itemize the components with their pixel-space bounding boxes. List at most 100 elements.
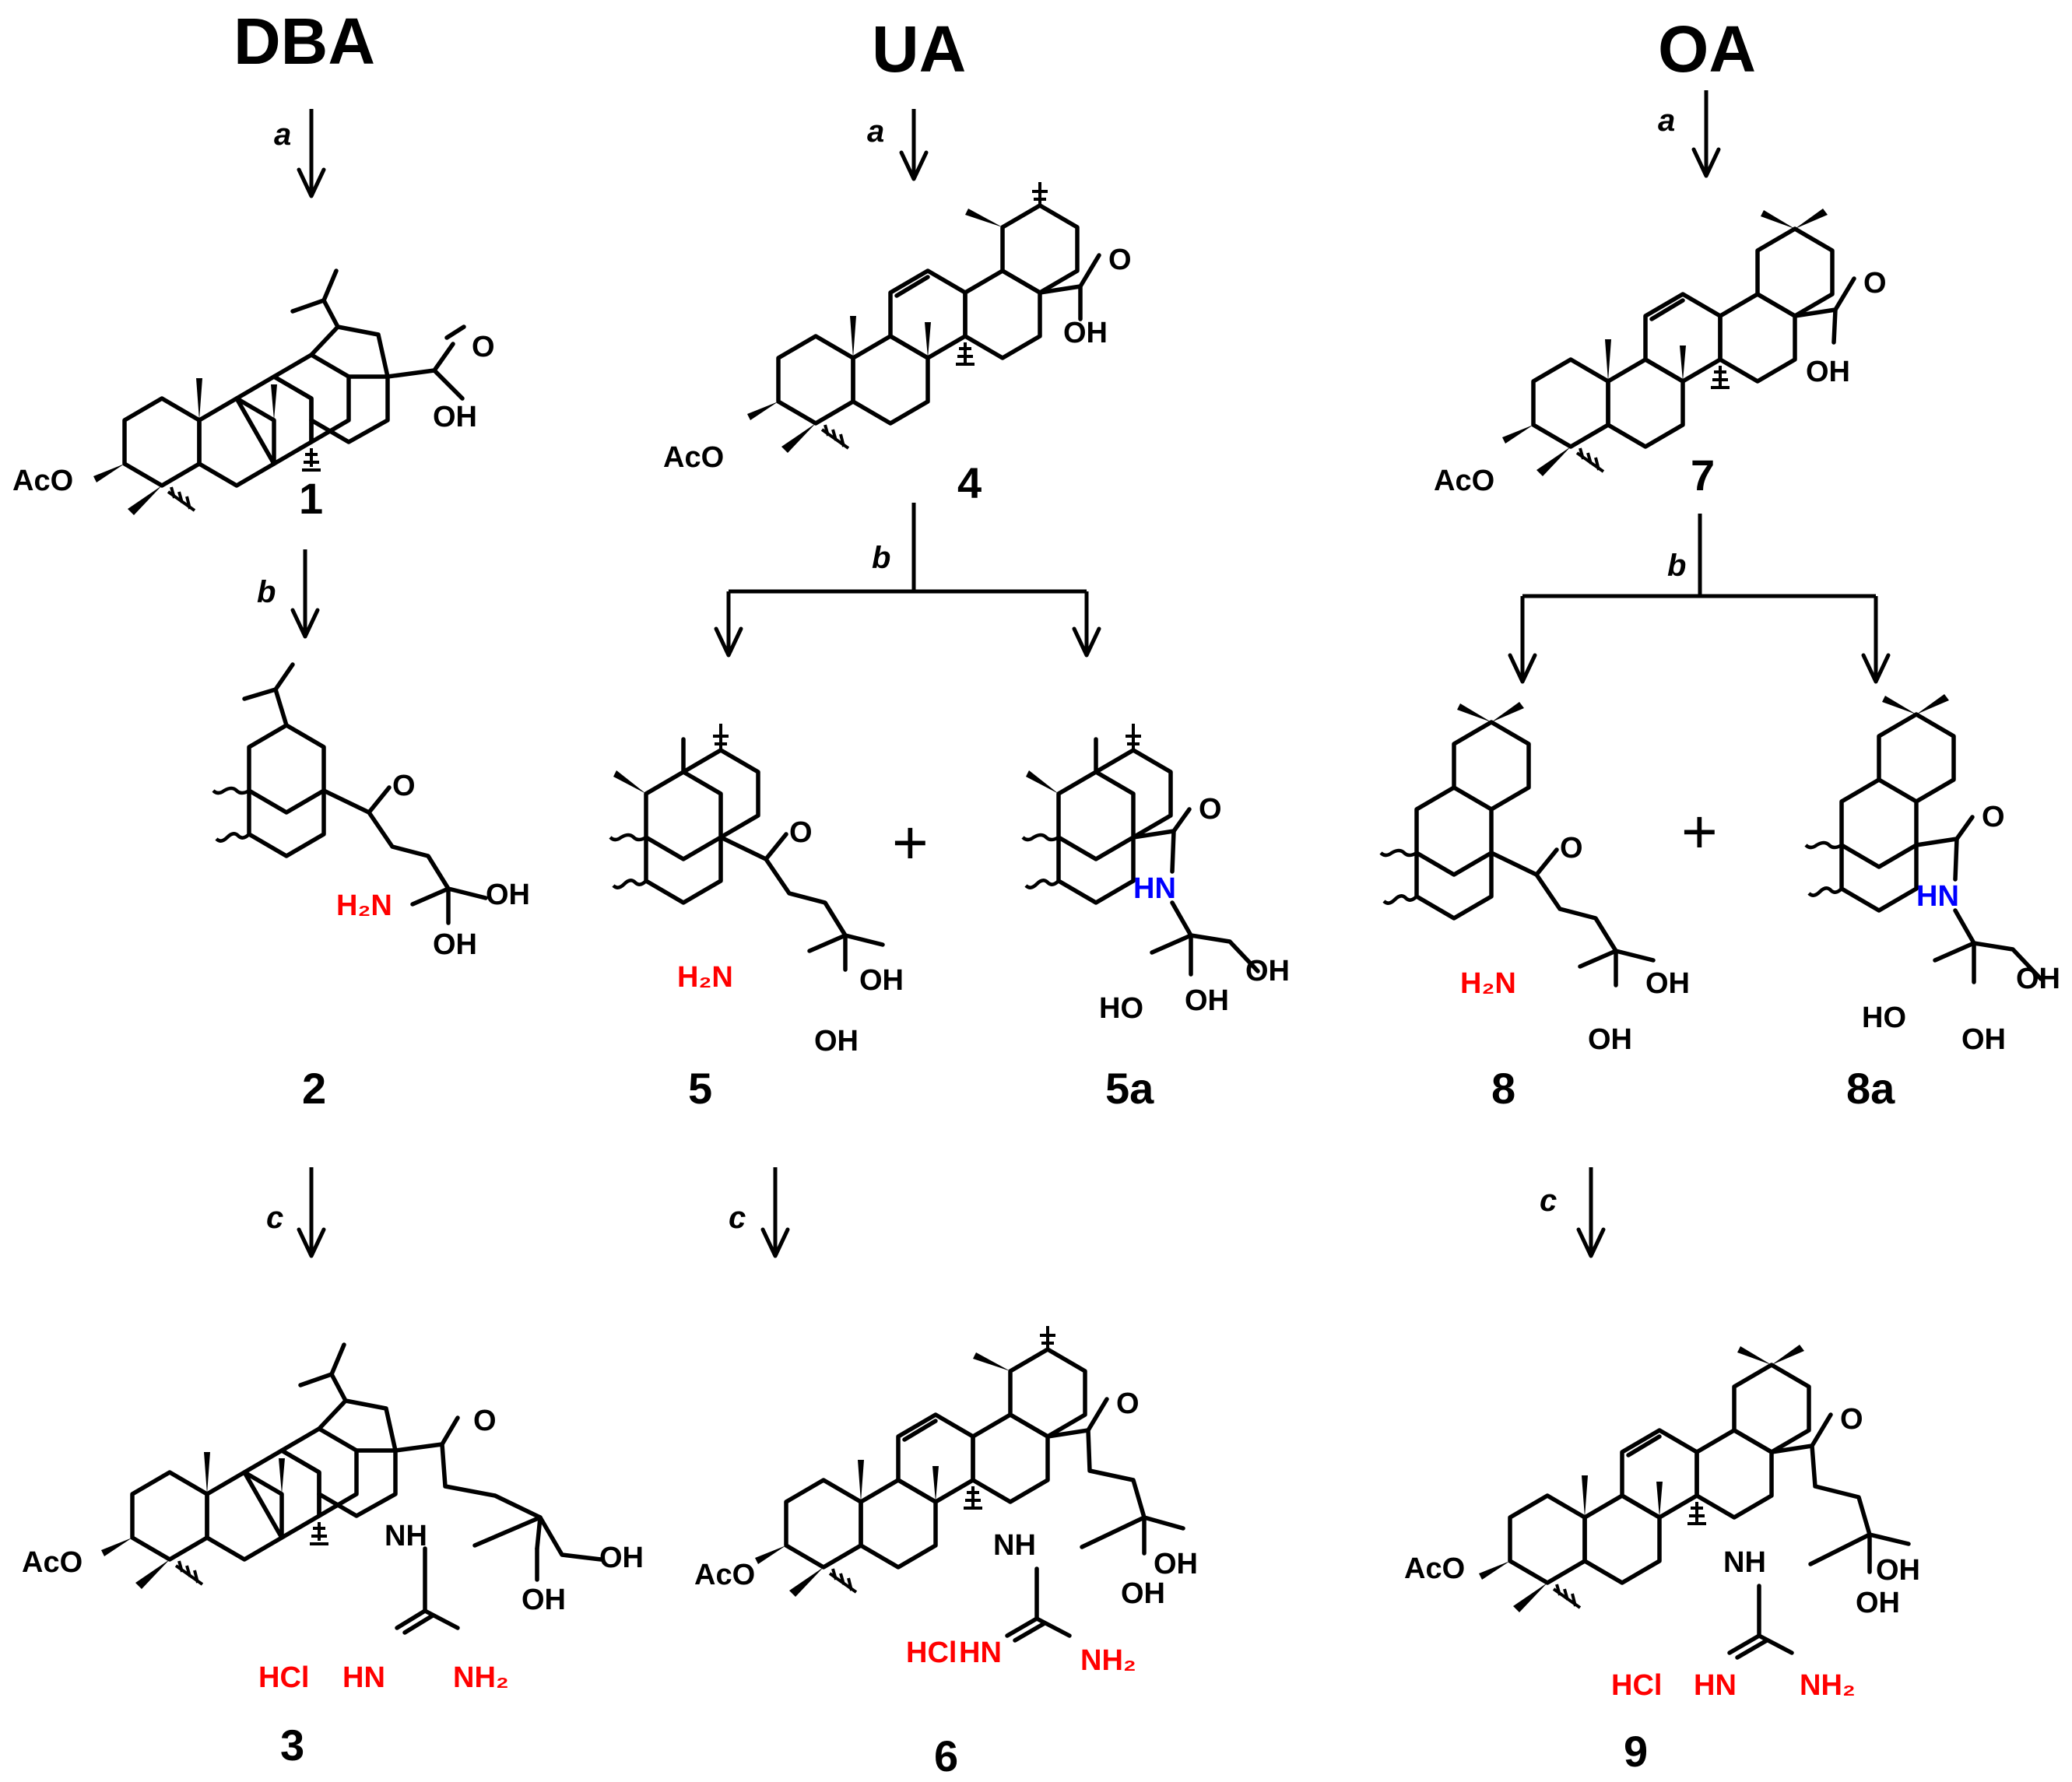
svg-text:OH: OH (1876, 1554, 1920, 1587)
svg-text:O: O (1560, 832, 1583, 865)
svg-text:AcO: AcO (1404, 1552, 1465, 1585)
reagent-c-ua: c (729, 1201, 746, 1235)
svg-text:OH: OH (1588, 1023, 1632, 1056)
svg-text:O: O (1116, 1387, 1140, 1420)
compound-8a-structure: O HN OH HO OH (1806, 694, 2060, 1056)
svg-text:OH: OH (522, 1584, 566, 1616)
svg-text:O: O (789, 816, 813, 849)
svg-text:NH₂: NH₂ (1080, 1644, 1136, 1677)
reagent-b-oa: b (1667, 549, 1686, 583)
compound-label-4: 4 (957, 458, 982, 507)
svg-text:O: O (392, 770, 416, 802)
compound-label-7: 7 (1691, 451, 1715, 500)
svg-text:AcO: AcO (663, 441, 724, 474)
reagent-a: a (274, 118, 291, 152)
svg-text:HO: HO (1099, 992, 1143, 1025)
branch-arrow-b-oa: b (1508, 514, 1891, 684)
svg-text:O: O (1863, 267, 1887, 300)
arrow-c-ua: c (729, 1167, 790, 1258)
compound-label-6: 6 (934, 1731, 958, 1780)
svg-text:HCl: HCl (906, 1636, 957, 1669)
compound-label-2: 2 (302, 1064, 326, 1113)
svg-text:AcO: AcO (694, 1559, 755, 1591)
compound-label-1: 1 (299, 474, 323, 523)
compound-4-structure: O OH AcO (663, 182, 1132, 474)
compound-label-5: 5 (688, 1064, 712, 1113)
svg-text:O: O (473, 1405, 497, 1437)
reagent-c-oa: c (1540, 1184, 1557, 1218)
svg-text:HN: HN (1133, 872, 1176, 905)
svg-text:OH: OH (486, 879, 530, 911)
svg-text:OH: OH (2016, 963, 2060, 995)
arrow-b-dba: b (257, 549, 320, 639)
svg-text:NH₂: NH₂ (1800, 1669, 1856, 1702)
svg-text:H₂N: H₂N (336, 889, 392, 922)
svg-text:AcO: AcO (22, 1546, 83, 1579)
compound-1-structure: O OH AcO (12, 271, 495, 515)
compound-label-5a: 5a (1105, 1064, 1154, 1113)
svg-text:AcO: AcO (1434, 465, 1494, 497)
branch-arrow-b-ua: b (714, 503, 1101, 658)
svg-text:OH: OH (814, 1025, 859, 1058)
svg-text:OH: OH (859, 964, 904, 997)
compound-3-structure: O AcO NH OH OH HCl HN NH₂ (22, 1345, 644, 1694)
svg-text:OH: OH (1961, 1023, 2006, 1056)
svg-text:O: O (1108, 244, 1132, 276)
svg-text:OH: OH (433, 928, 477, 961)
svg-text:OH: OH (1063, 317, 1108, 349)
compound-label-3: 3 (280, 1721, 304, 1770)
svg-text:OH: OH (1856, 1587, 1900, 1619)
svg-text:OH: OH (1245, 955, 1290, 987)
svg-text:O: O (1982, 801, 2005, 833)
svg-text:AcO: AcO (12, 465, 73, 497)
arrow-a-oa: a (1658, 90, 1721, 178)
svg-text:H₂N: H₂N (1460, 967, 1516, 1000)
svg-text:O: O (1840, 1403, 1863, 1436)
svg-text:NH: NH (993, 1529, 1036, 1562)
svg-text:HCl: HCl (258, 1661, 309, 1694)
reagent-a-ua: a (867, 114, 884, 149)
title-ua: UA (872, 12, 966, 86)
compound-7-structure: O OH AcO (1434, 209, 1887, 497)
svg-text:HO: HO (1862, 1001, 1906, 1034)
svg-text:HN: HN (342, 1661, 385, 1694)
arrow-a-dba: a (274, 109, 326, 198)
compound-9-structure: O AcO NH OH OH HCl HN NH₂ (1404, 1345, 1920, 1702)
reagent-c: c (266, 1201, 283, 1235)
compound-label-8a: 8a (1846, 1064, 1895, 1113)
title-dba: DBA (234, 5, 375, 78)
compound-label-8: 8 (1491, 1064, 1515, 1113)
svg-text:OH: OH (1121, 1577, 1165, 1610)
compound-6-structure: O AcO NH OH OH HCl HN NH₂ (694, 1326, 1198, 1677)
svg-text:HN: HN (1916, 880, 1959, 913)
svg-text:NH: NH (385, 1520, 427, 1552)
svg-text:OH: OH (1154, 1548, 1198, 1580)
svg-text:OH: OH (1185, 984, 1229, 1017)
plus-sign-ua: + (892, 808, 929, 877)
svg-text:HCl: HCl (1611, 1669, 1662, 1702)
arrow-c-dba: c (266, 1167, 326, 1258)
compound-2-structure: O H₂N OH OH (213, 662, 530, 961)
svg-text:O: O (472, 331, 495, 363)
compound-8-structure: O H₂N OH OH (1381, 702, 1690, 1056)
svg-text:OH: OH (599, 1542, 644, 1574)
svg-text:NH: NH (1723, 1546, 1766, 1579)
reagent-a-oa: a (1658, 103, 1675, 138)
svg-text:HN: HN (959, 1636, 1002, 1669)
svg-text:H₂N: H₂N (677, 961, 733, 994)
svg-text:HN: HN (1694, 1669, 1737, 1702)
arrow-a-ua: a (867, 109, 929, 181)
plus-sign-oa: + (1681, 797, 1718, 866)
compound-5-structure: O H₂N OH OH (610, 724, 904, 1058)
svg-text:OH: OH (1645, 967, 1690, 1000)
compound-5a-structure: O HN OH HO OH (1023, 724, 1290, 1025)
arrow-c-oa: c (1540, 1167, 1606, 1258)
reagent-b-ua: b (872, 541, 890, 575)
title-oa: OA (1658, 12, 1756, 86)
svg-text:NH₂: NH₂ (453, 1661, 509, 1694)
reagent-b: b (257, 575, 276, 609)
compound-label-9: 9 (1624, 1727, 1648, 1776)
svg-text:OH: OH (433, 401, 477, 433)
svg-text:OH: OH (1806, 356, 1850, 388)
